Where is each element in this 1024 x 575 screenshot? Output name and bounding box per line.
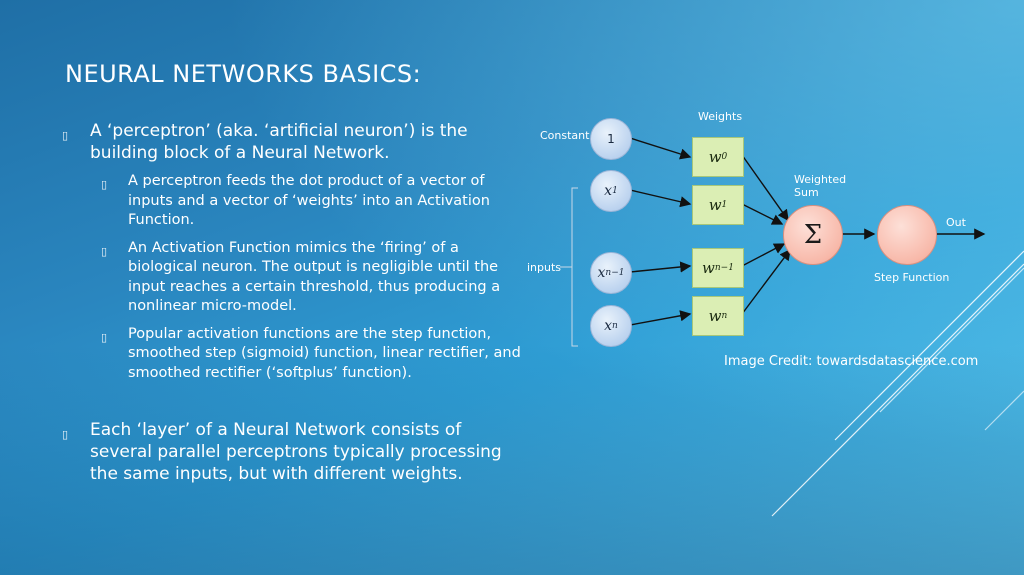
- sub-bullet-dot-product: ▯ A perceptron feeds the dot product of …: [62, 172, 522, 231]
- spacer: [62, 383, 522, 419]
- bullet-marker: ▯: [101, 330, 108, 344]
- perceptron-diagram: Weights Constant inputs Weighted Sum Out…: [520, 100, 990, 360]
- weight-subscript: n: [721, 311, 728, 321]
- input-node-constant: 1: [590, 118, 632, 160]
- image-credit: Image Credit: towardsdatascience.com: [724, 354, 979, 369]
- weight-subscript: n−1: [714, 263, 734, 273]
- sub-bullet-text: An Activation Function mimics the ‘firin…: [128, 239, 501, 315]
- bullet-marker: ▯: [101, 178, 108, 191]
- weight-value: w: [708, 196, 722, 214]
- bullet-text: A ‘perceptron’ (aka. ‘artificial neuron’…: [90, 121, 468, 163]
- sub-bullet-activation: ▯ An Activation Function mimics the ‘fir…: [62, 239, 522, 317]
- sub-bullet-text: Popular activation functions are the ste…: [128, 325, 521, 381]
- weight-subscript: 1: [721, 200, 728, 210]
- weight-subscript: 0: [721, 152, 728, 162]
- bullet-marker: ▯: [101, 244, 108, 258]
- slide-title: NEURAL NETWORKS BASICS:: [65, 60, 422, 88]
- inputs-label: inputs: [527, 261, 562, 274]
- input-node-value: x: [597, 265, 606, 281]
- weights-label: Weights: [698, 110, 743, 123]
- input-node-value: x: [604, 183, 613, 199]
- sigma-icon: Σ: [803, 220, 823, 250]
- input-node-value: 1: [607, 132, 615, 146]
- out-label: Out: [946, 216, 966, 229]
- summation-node: Σ: [783, 205, 843, 265]
- bullet-text: Each ‘layer’ of a Neural Network consist…: [90, 420, 502, 484]
- input-node-value: x: [604, 318, 613, 334]
- bullet-layer: ▯ Each ‘layer’ of a Neural Network consi…: [62, 419, 522, 485]
- bullet-list: ▯ A ‘perceptron’ (aka. ‘artificial neuro…: [62, 120, 522, 485]
- weight-value: w: [702, 259, 715, 277]
- bullet-perceptron: ▯ A ‘perceptron’ (aka. ‘artificial neuro…: [62, 120, 522, 164]
- weight-value: w: [708, 307, 722, 325]
- step-function-node: [877, 205, 937, 265]
- weighted-sum-label: Weighted Sum: [794, 173, 847, 199]
- input-node-subscript: n: [612, 321, 618, 331]
- input-node-subscript: n−1: [605, 268, 625, 278]
- step-function-label: Step Function: [874, 271, 950, 284]
- sub-bullet-popular-functions: ▯ Popular activation functions are the s…: [62, 325, 522, 384]
- weight-value: w: [708, 148, 722, 166]
- bullet-marker: ▯: [62, 428, 69, 441]
- sub-bullet-text: A perceptron feeds the dot product of a …: [128, 173, 490, 228]
- bullet-marker: ▯: [62, 129, 69, 142]
- constant-label: Constant: [540, 129, 590, 142]
- input-node-subscript: 1: [612, 186, 618, 196]
